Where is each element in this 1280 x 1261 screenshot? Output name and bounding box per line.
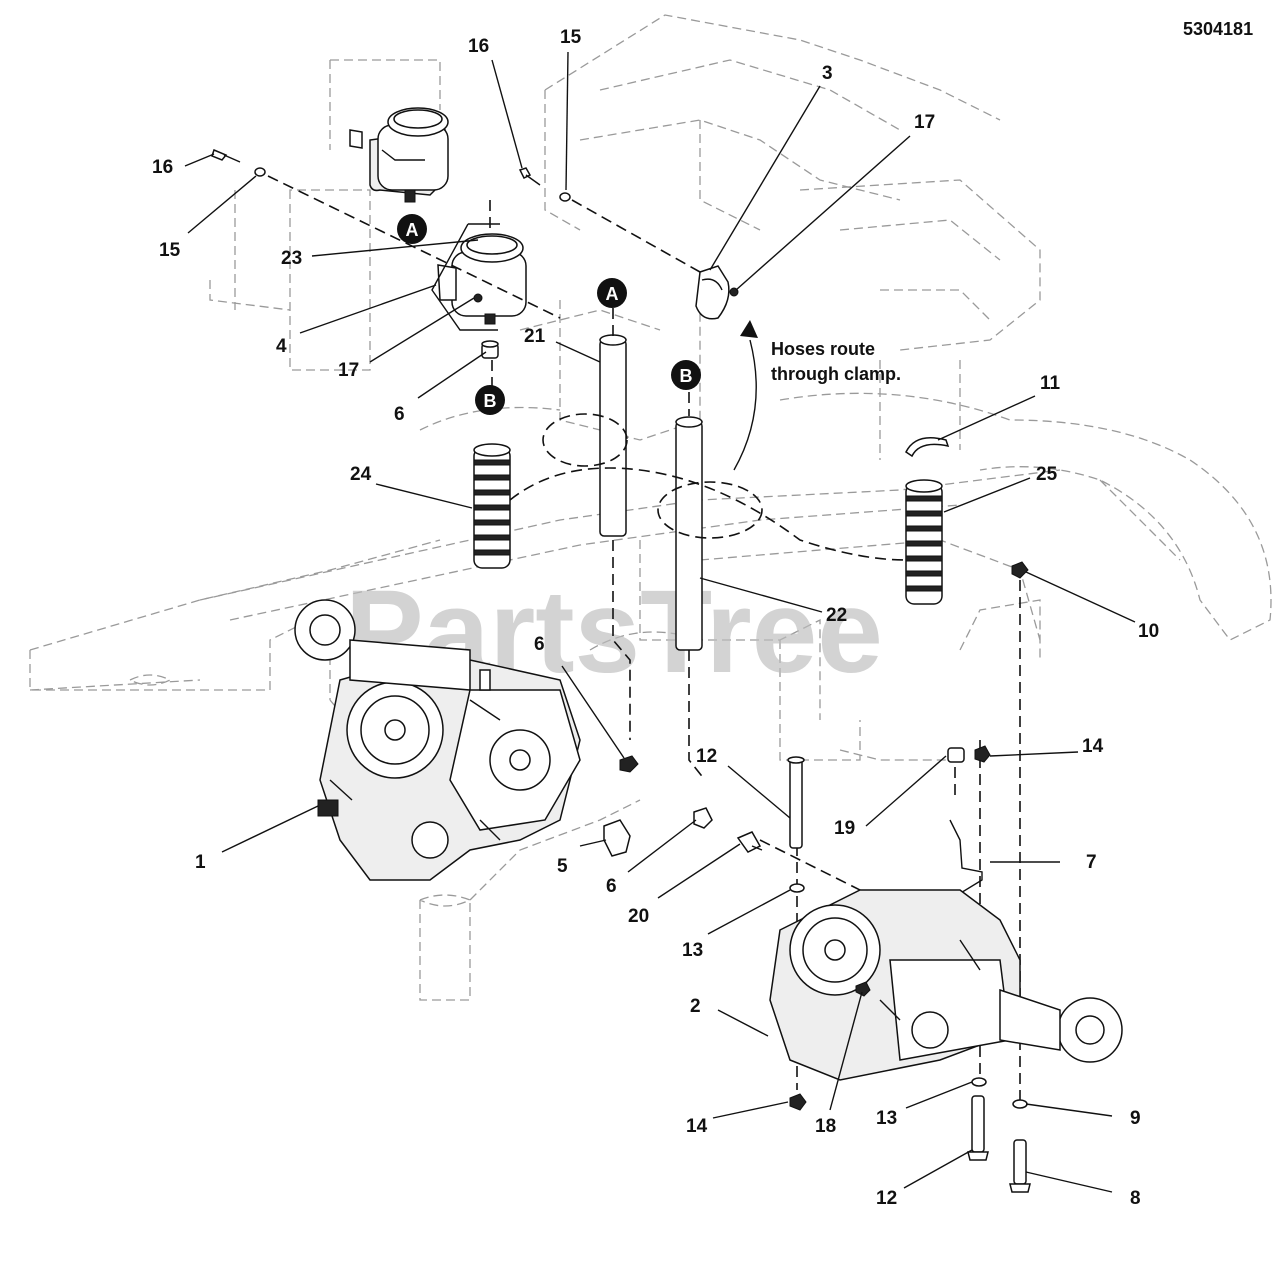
svg-text:B: B — [484, 391, 497, 411]
callout-label: 6 — [606, 876, 617, 897]
bolt-16-right — [518, 167, 541, 186]
bolt-12-lower — [967, 1095, 989, 1161]
callout-label: 12 — [696, 746, 717, 767]
sleeve-24 — [473, 443, 511, 569]
marker-a-hose: A — [597, 278, 627, 308]
callout-label: 8 — [1130, 1188, 1141, 1209]
callout-label: 1 — [195, 852, 206, 873]
callout-label: 9 — [1130, 1108, 1141, 1129]
washer-9 — [1012, 1099, 1028, 1109]
callout-label: 18 — [815, 1116, 836, 1137]
callout-label: 19 — [834, 818, 855, 839]
callouts: 16 15 16 15 3 17 23 4 17 6 21 11 24 25 2… — [152, 27, 1159, 1209]
right-transaxle — [769, 889, 1123, 1081]
hydraulic-reservoir-lower — [437, 233, 527, 325]
routing-arrow — [733, 320, 758, 471]
svg-text:B: B — [680, 366, 693, 386]
bolt-12-upper — [787, 756, 805, 849]
routing-note: Hoses route through clamp. — [771, 339, 901, 384]
callout-label: 16 — [468, 36, 489, 57]
callout-label: 17 — [914, 112, 935, 133]
hose-21 — [599, 334, 627, 537]
document-number: 5304181 — [1183, 19, 1253, 39]
bolt-8 — [1009, 1139, 1031, 1193]
hydraulic-reservoir-upper — [349, 107, 449, 203]
elbow-fitting — [603, 819, 631, 857]
nut-10 — [1011, 561, 1029, 579]
fitting-middle — [619, 755, 639, 773]
spring-clip — [905, 437, 950, 458]
callout-label: 11 — [1040, 373, 1061, 394]
routing-note-line2: through clamp. — [771, 364, 901, 384]
callout-label: 14 — [1082, 736, 1104, 757]
washer-15-left — [254, 167, 266, 177]
nut-14-upper — [974, 745, 991, 763]
callout-label: 10 — [1138, 621, 1159, 642]
washer-15-right — [559, 192, 571, 202]
callout-label: 3 — [822, 63, 833, 84]
callout-label: 5 — [557, 856, 568, 877]
reservoir-bracket — [431, 223, 500, 331]
callout-label: 4 — [276, 336, 287, 357]
callout-label: 15 — [560, 27, 582, 48]
callout-label: 14 — [686, 1116, 708, 1137]
hose-fitting-20 — [736, 831, 763, 853]
callout-label: 17 — [338, 360, 359, 381]
fitting-upper — [481, 340, 499, 359]
washer-13-lower — [971, 1077, 987, 1087]
sleeve-25 — [905, 479, 943, 605]
callout-label: 15 — [159, 240, 181, 261]
callout-label: 22 — [826, 605, 847, 626]
chassis-frame — [29, 14, 1272, 1001]
svg-text:A: A — [606, 284, 619, 304]
nut-18 — [855, 981, 871, 997]
callout-label: 12 — [876, 1188, 897, 1209]
callout-label: 6 — [394, 404, 405, 425]
marker-b-top: B — [475, 385, 505, 415]
callout-label: 20 — [628, 906, 649, 927]
nut-14-lower — [789, 1093, 807, 1111]
callout-label: 13 — [682, 940, 703, 961]
marker-a-top: A — [397, 214, 427, 244]
svg-text:A: A — [406, 220, 419, 240]
callout-label: 7 — [1086, 852, 1097, 873]
callout-label: 2 — [690, 996, 701, 1017]
callout-label: 23 — [281, 248, 302, 269]
callout-label: 24 — [350, 464, 372, 485]
callout-leaders — [184, 51, 1136, 1193]
bolt-16-left — [211, 148, 241, 163]
washer-13-upper — [789, 883, 805, 893]
callout-label: 16 — [152, 157, 173, 178]
spacer-19 — [947, 747, 965, 763]
callout-label: 6 — [534, 634, 545, 655]
hose-clamp — [695, 265, 730, 320]
callout-label: 13 — [876, 1108, 897, 1129]
left-transaxle — [294, 599, 581, 881]
routing-note-line1: Hoses route — [771, 339, 875, 359]
marker-b-hose: B — [671, 360, 701, 390]
callout-label: 21 — [524, 326, 546, 347]
callout-label: 25 — [1036, 464, 1058, 485]
fitting-lower — [693, 807, 713, 829]
